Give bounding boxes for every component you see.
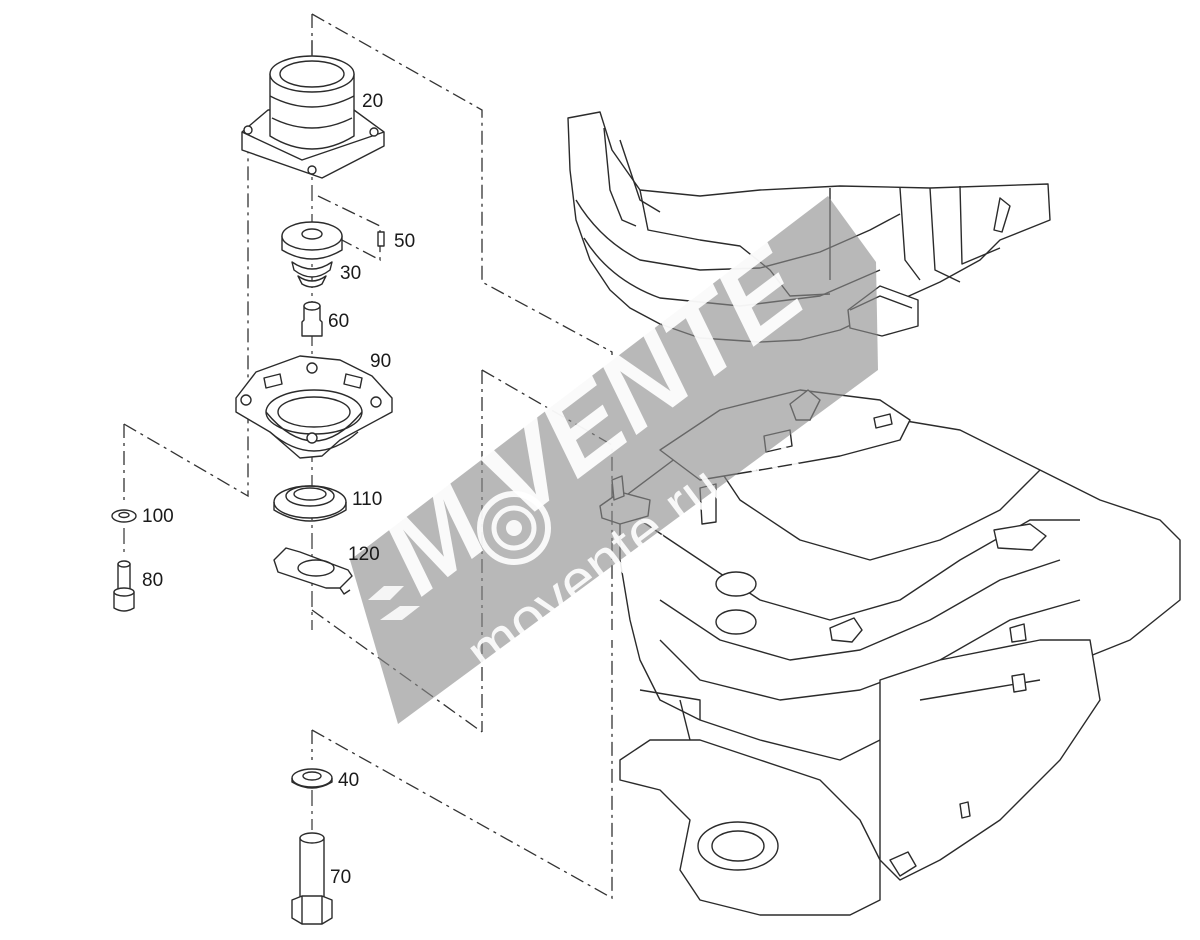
part-50-pin[interactable] — [377, 231, 385, 247]
part-70-hex-bolt[interactable] — [291, 832, 333, 925]
part-40-washer[interactable] — [291, 768, 333, 789]
label-part-110[interactable]: 110 — [352, 489, 383, 510]
part-80-socket-screw[interactable] — [113, 560, 135, 612]
part-20-bearing-housing[interactable] — [241, 55, 385, 179]
part-100-washer[interactable] — [111, 509, 137, 523]
label-part-80[interactable]: 80 — [142, 570, 164, 591]
label-part-20[interactable]: 20 — [362, 91, 384, 112]
label-part-40[interactable]: 40 — [338, 770, 360, 791]
label-part-60[interactable]: 60 — [328, 311, 350, 332]
label-part-30[interactable]: 30 — [340, 263, 362, 284]
label-part-120[interactable]: 120 — [348, 544, 380, 565]
watermark-logo-icon — [368, 491, 551, 620]
part-110-seal-ring[interactable] — [273, 485, 347, 522]
label-part-100[interactable]: 100 — [142, 506, 174, 527]
watermark — [350, 196, 878, 724]
label-part-90[interactable]: 90 — [370, 351, 392, 372]
label-part-70[interactable]: 70 — [330, 867, 352, 888]
part-90-mount-plate[interactable] — [235, 355, 393, 459]
part-30-cap[interactable] — [281, 221, 343, 288]
part-60-bushing[interactable] — [301, 301, 323, 337]
label-part-50[interactable]: 50 — [394, 231, 416, 252]
part-120-lock-plate[interactable] — [273, 547, 353, 595]
